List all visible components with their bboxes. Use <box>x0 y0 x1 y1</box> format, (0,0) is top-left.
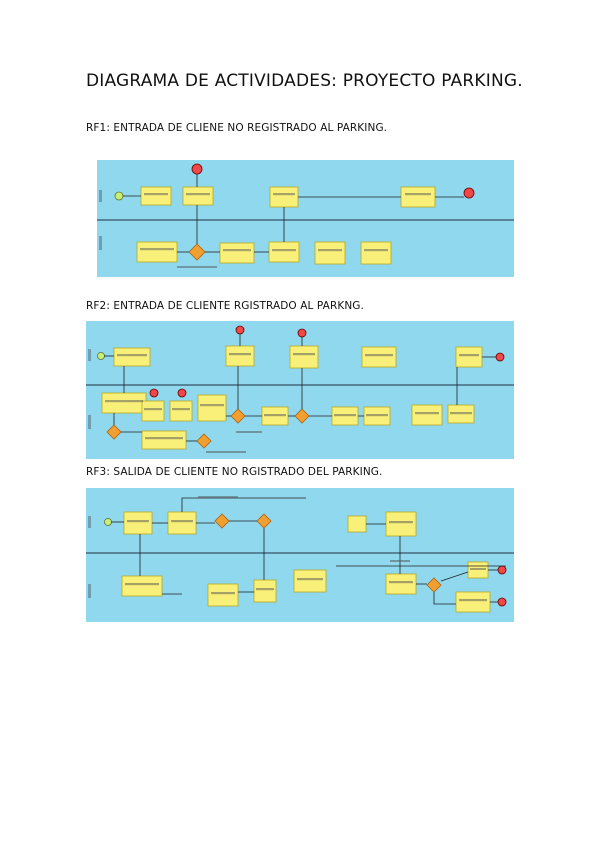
diagram-rf3 <box>86 488 514 622</box>
activity-box <box>385 573 417 595</box>
activity-box <box>141 400 165 422</box>
section-heading-rf2: RF2: ENTRADA DE CLIENTE RGISTRADO AL PAR… <box>86 300 364 312</box>
activity-box <box>400 186 436 208</box>
activity-box <box>268 241 300 263</box>
end-node <box>191 163 203 175</box>
activity-box <box>253 579 277 603</box>
activity-box <box>293 569 327 593</box>
flow-arrow <box>440 571 469 582</box>
decision-diamond <box>188 243 206 261</box>
activity-box <box>225 345 255 367</box>
activity-box <box>347 515 367 533</box>
activity-box <box>197 394 227 422</box>
end-node <box>149 388 159 398</box>
activity-box <box>360 241 392 265</box>
activity-box <box>121 575 163 597</box>
activity-box <box>455 346 483 368</box>
flow-arrow <box>433 592 456 605</box>
activity-box <box>113 347 151 367</box>
end-node <box>235 325 245 335</box>
end-node <box>495 352 505 362</box>
activity-box <box>123 511 153 535</box>
page-title: DIAGRAMA DE ACTIVIDADES: PROYECTO PARKIN… <box>86 71 523 91</box>
activity-box <box>219 242 255 264</box>
decision-diamond <box>106 424 122 440</box>
activity-box <box>385 511 417 537</box>
decision-diamond <box>294 408 310 424</box>
flow-arrow <box>181 497 306 512</box>
section-heading-rf3: RF3: SALIDA DE CLIENTE NO RGISTRADO DEL … <box>86 466 383 478</box>
activity-box <box>361 346 397 368</box>
diagram-rf2 <box>86 321 514 459</box>
activity-box <box>169 400 193 422</box>
start-node <box>104 518 112 526</box>
diagram-rf1 <box>97 160 514 277</box>
decision-diamond <box>196 433 212 449</box>
decision-diamond <box>214 513 230 529</box>
activity-box <box>141 430 187 450</box>
section-heading-rf1: RF1: ENTRADA DE CLIENE NO REGISTRADO AL … <box>86 122 388 134</box>
decision-diamond <box>230 408 246 424</box>
activity-box <box>207 583 239 607</box>
activity-box <box>455 591 491 613</box>
end-node <box>497 565 507 575</box>
end-node <box>463 187 475 199</box>
activity-box <box>167 511 197 535</box>
activity-box <box>411 404 443 426</box>
activity-box <box>314 241 346 265</box>
decision-diamond <box>256 513 272 529</box>
activity-box <box>289 345 319 369</box>
decision-diamond <box>426 577 442 593</box>
activity-box <box>182 186 214 206</box>
start-node <box>97 352 105 360</box>
end-node <box>177 388 187 398</box>
end-node <box>297 328 307 338</box>
start-node <box>114 191 124 201</box>
end-node <box>497 597 507 607</box>
activity-box <box>136 241 178 263</box>
activity-box <box>269 186 299 208</box>
activity-box <box>140 186 172 206</box>
activity-box <box>101 392 147 414</box>
